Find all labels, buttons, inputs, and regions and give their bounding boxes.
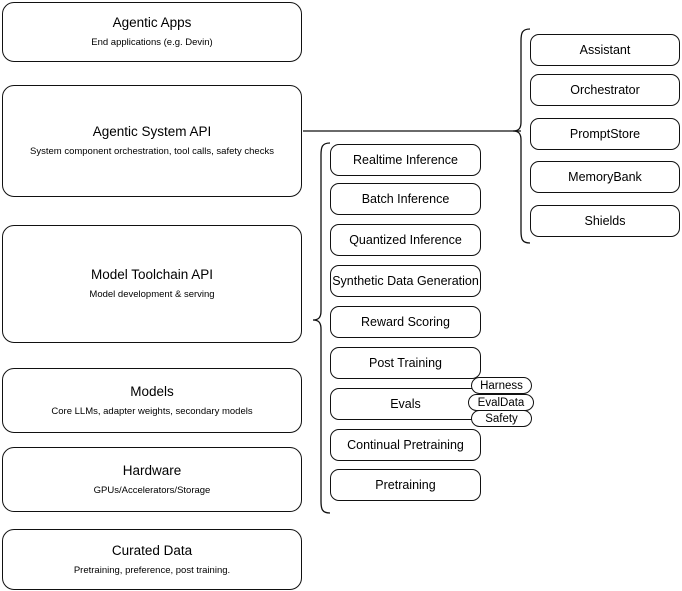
layer-title: Models bbox=[130, 383, 174, 399]
chip-label: Orchestrator bbox=[570, 83, 640, 97]
evals-pill-safety[interactable]: Safety bbox=[471, 410, 532, 427]
chip-label: Quantized Inference bbox=[349, 233, 462, 247]
evals-pill-evaldata[interactable]: EvalData bbox=[468, 394, 534, 411]
system-chip-orchestrator[interactable]: Orchestrator bbox=[530, 74, 680, 106]
layer-subtitle: System component orchestration, tool cal… bbox=[30, 146, 274, 157]
chip-label: Continual Pretraining bbox=[347, 438, 464, 452]
toolchain-components-brace bbox=[312, 142, 331, 514]
chip-label: PromptStore bbox=[569, 127, 641, 141]
pill-label: Safety bbox=[485, 412, 518, 425]
toolchain-chip-evals[interactable]: Evals bbox=[330, 388, 481, 420]
layer-agentic-system-api[interactable]: Agentic System API System component orch… bbox=[2, 85, 302, 197]
layer-models[interactable]: Models Core LLMs, adapter weights, secon… bbox=[2, 368, 302, 433]
layer-subtitle: GPUs/Accelerators/Storage bbox=[93, 484, 211, 496]
chip-label: Assistant bbox=[579, 43, 631, 57]
chip-label: Synthetic Data Generation bbox=[332, 274, 479, 288]
toolchain-chip-post-training[interactable]: Post Training bbox=[330, 347, 481, 379]
toolchain-chip-pretraining[interactable]: Pretraining bbox=[330, 469, 481, 501]
layer-curated-data[interactable]: Curated Data Pretraining, preference, po… bbox=[2, 529, 302, 590]
layer-title: Agentic System API bbox=[92, 124, 212, 140]
layer-title: Hardware bbox=[122, 462, 182, 478]
system-chip-promptstore[interactable]: PromptStore bbox=[530, 118, 680, 150]
layer-subtitle: Core LLMs, adapter weights, secondary mo… bbox=[51, 405, 253, 417]
chip-label: Batch Inference bbox=[361, 192, 450, 206]
layer-subtitle: Model development & serving bbox=[89, 289, 215, 300]
toolchain-chip-reward-scoring[interactable]: Reward Scoring bbox=[330, 306, 481, 338]
layer-title: Agentic Apps bbox=[112, 15, 192, 31]
chip-label: Pretraining bbox=[375, 478, 436, 492]
pill-label: EvalData bbox=[477, 396, 525, 409]
toolchain-chip-synthetic-data-generation[interactable]: Synthetic Data Generation bbox=[330, 265, 481, 297]
chip-label: Shields bbox=[584, 214, 626, 228]
system-chip-memorybank[interactable]: MemoryBank bbox=[530, 161, 680, 193]
chip-label: Post Training bbox=[369, 356, 442, 370]
layer-model-toolchain-api[interactable]: Model Toolchain API Model development & … bbox=[2, 225, 302, 343]
system-chip-shields[interactable]: Shields bbox=[530, 205, 680, 237]
layer-hardware[interactable]: Hardware GPUs/Accelerators/Storage bbox=[2, 447, 302, 512]
chip-label: Evals bbox=[390, 397, 421, 411]
chip-label: MemoryBank bbox=[568, 170, 642, 184]
layer-title: Model Toolchain API bbox=[90, 267, 214, 283]
layer-agentic-apps[interactable]: Agentic Apps End applications (e.g. Devi… bbox=[2, 2, 302, 62]
toolchain-chip-continual-pretraining[interactable]: Continual Pretraining bbox=[330, 429, 481, 461]
evals-pill-harness[interactable]: Harness bbox=[471, 377, 532, 394]
chip-label: Reward Scoring bbox=[361, 315, 450, 329]
layer-subtitle: Pretraining, preference, post training. bbox=[73, 564, 231, 576]
system-components-brace bbox=[512, 28, 531, 244]
system-chip-assistant[interactable]: Assistant bbox=[530, 34, 680, 66]
toolchain-chip-batch-inference[interactable]: Batch Inference bbox=[330, 183, 481, 215]
layer-subtitle: End applications (e.g. Devin) bbox=[91, 37, 213, 48]
chip-label: Realtime Inference bbox=[353, 153, 458, 167]
toolchain-chip-realtime-inference[interactable]: Realtime Inference bbox=[330, 144, 481, 176]
pill-label: Harness bbox=[480, 379, 523, 392]
layer-title: Curated Data bbox=[111, 542, 193, 558]
toolchain-chip-quantized-inference[interactable]: Quantized Inference bbox=[330, 224, 481, 256]
